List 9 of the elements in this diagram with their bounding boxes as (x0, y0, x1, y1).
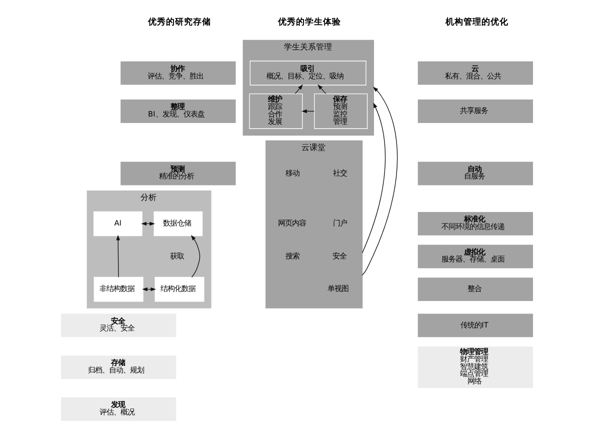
label: 机构管理的优化 (444, 17, 508, 28)
label: 优秀的学生体验 (277, 17, 340, 28)
arrow (317, 84, 326, 94)
arrow (294, 84, 302, 94)
arrow (190, 235, 200, 278)
arrow (116, 234, 120, 278)
arrow (361, 86, 398, 276)
label: 优秀的研究存储 (148, 17, 211, 28)
arrow (361, 102, 386, 254)
